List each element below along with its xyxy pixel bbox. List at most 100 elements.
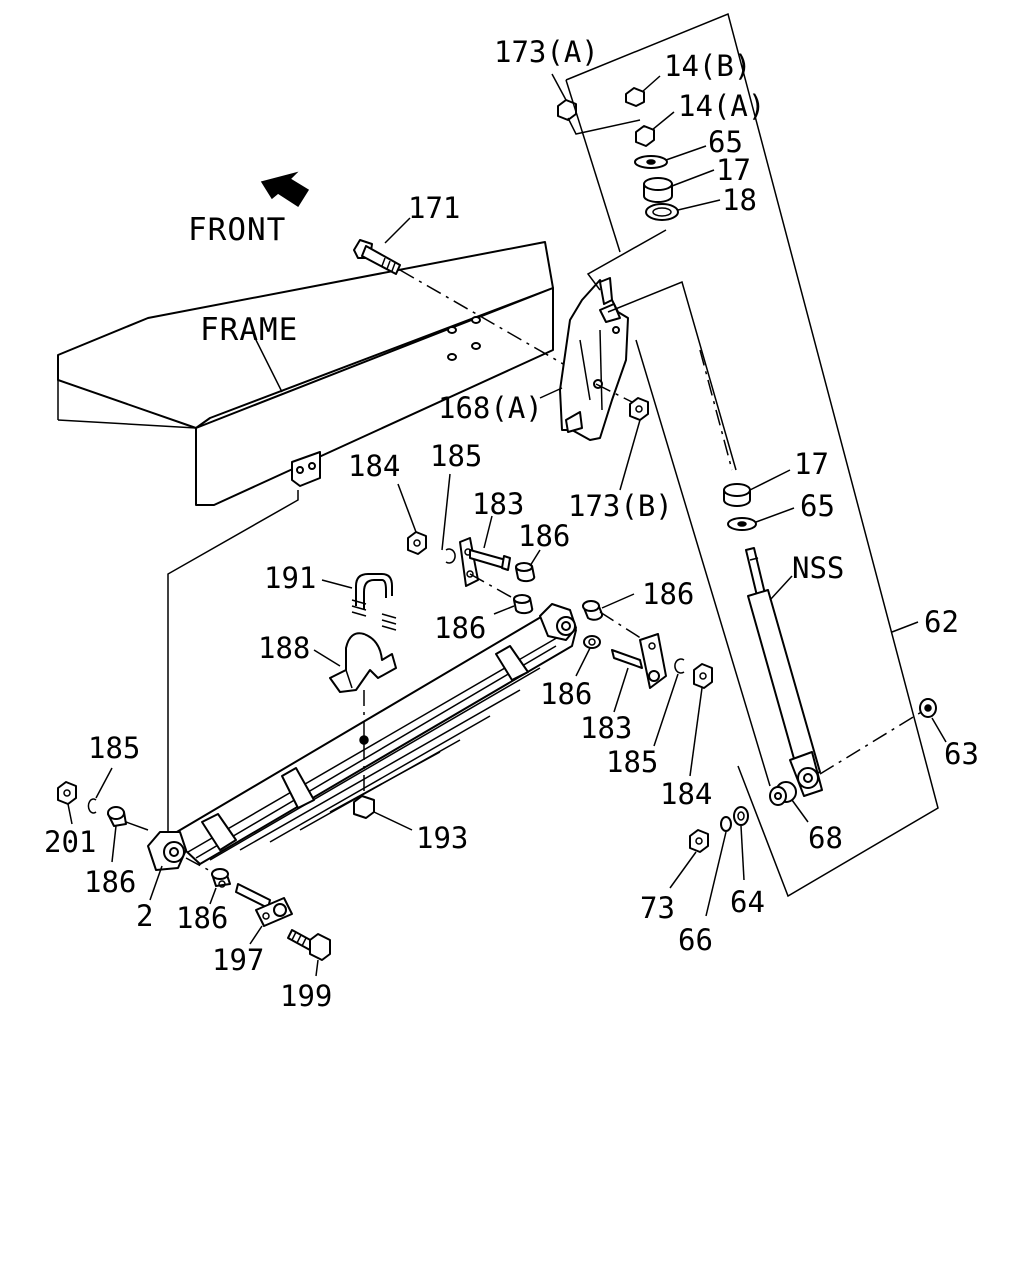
washer-64 [733,806,749,826]
clip-185-left [87,798,97,814]
p186-c-leader [601,593,635,609]
p199-label: 199 [280,979,332,1013]
p197-label: 197 [212,943,264,977]
p65-mid-leader [755,507,795,523]
p63-leader [931,717,947,743]
lower-stud-axis [819,707,929,775]
p201-label: 201 [44,825,96,859]
p14a-leader [651,111,675,131]
p17-top-label: 17 [716,153,751,187]
p173a-bracket [567,117,641,135]
p201-leader [67,803,73,825]
p66-label: 66 [678,923,713,957]
p186-d-leader [575,647,591,677]
bushing-68 [769,781,797,806]
p197-leader [249,925,263,945]
washer-18 [645,203,679,221]
p184-top-leader [397,483,417,533]
shackle-197 [235,883,293,927]
p2-leader [149,865,163,901]
bolt-199 [287,929,331,961]
stud-axis [595,383,637,405]
p168a-label: 168(A) [438,391,543,425]
washer-65-top [634,155,668,169]
clip-185-top [445,548,456,564]
p185-left-leader [95,767,113,799]
p186-left-eye-line [125,821,149,831]
p65-mid-label: 65 [800,489,835,523]
p17-top-leader [671,169,715,187]
p18-leader [677,199,721,211]
p193-leader [373,811,413,831]
nut-73 [689,829,709,853]
frame-rail [57,241,554,506]
upper-stack-axis [586,229,667,291]
p186-b-leader [493,605,515,615]
nut-14b [625,87,645,107]
p173a-leader [551,73,567,101]
p184-bot-leader [689,687,703,777]
washer-63 [919,698,937,718]
shackle-183-bot [611,633,667,689]
p14b-leader [641,75,661,93]
nut-184-top [407,531,427,555]
shock-bracket-168a [559,277,629,441]
p185-bot-label: 185 [606,745,658,779]
p186-bot-leader [209,887,217,905]
p184-bot-label: 184 [660,777,712,811]
front-arrow-icon [260,171,310,208]
hanger-line [167,490,299,832]
p184-top-label: 184 [348,449,400,483]
p188-label: 188 [258,631,310,665]
p68-label: 68 [808,821,843,855]
front-eye-axis [185,857,217,875]
p186-a-leader [529,549,541,567]
p65-top-label: 65 [708,125,743,159]
shackle-bot-axis [599,611,651,645]
shock-absorber [745,547,823,797]
spring-seat-188 [329,632,397,693]
p191-leader [321,579,353,589]
p2-label: 2 [136,899,153,933]
p191-label: 191 [264,561,316,595]
bushing-186-b [513,594,534,615]
leaf-spring [147,603,577,871]
nss-label: NSS [792,551,844,585]
assembly-62-edge [565,79,621,253]
p65-top-leader [665,145,707,161]
p186-a-label: 186 [518,519,570,553]
p14b-label: 14(B) [664,49,751,83]
p173b-label: 173(B) [568,489,673,523]
bushing-186-c [582,600,604,621]
front-label: FRONT [188,212,286,248]
p186-left-label: 186 [84,865,136,899]
clip-185-bot [674,658,685,674]
p186-bot-label: 186 [176,901,228,935]
p186-left-leader [111,825,117,863]
p173a-label: 173(A) [494,35,599,69]
bushing-17-top [643,177,673,203]
nut-14a [635,125,655,147]
p183-bot-label: 183 [580,711,632,745]
p188-leader [313,649,341,667]
p185-left-label: 185 [88,731,140,765]
washer-65-mid [727,517,757,531]
p185-top-leader [441,473,451,551]
p183-bot-leader [613,667,629,713]
p183-top-label: 183 [472,487,524,521]
bushing-186-bot [211,868,231,888]
p17-mid-leader [749,469,791,491]
p171-label: 171 [408,191,460,225]
bushing-186-d [583,635,601,649]
p68-leader [791,799,809,823]
assembly-62-inner-edge [635,339,771,787]
p18-label: 18 [722,183,757,217]
p17-mid-label: 17 [794,447,829,481]
bushing-186-a [515,562,536,583]
p73-label: 73 [640,891,675,925]
shock-axis-upper [607,280,737,471]
p183-top-leader [483,515,493,549]
nut-184-bot [693,663,713,689]
nut-173b [629,397,649,421]
shock-axis-dash [699,349,733,471]
